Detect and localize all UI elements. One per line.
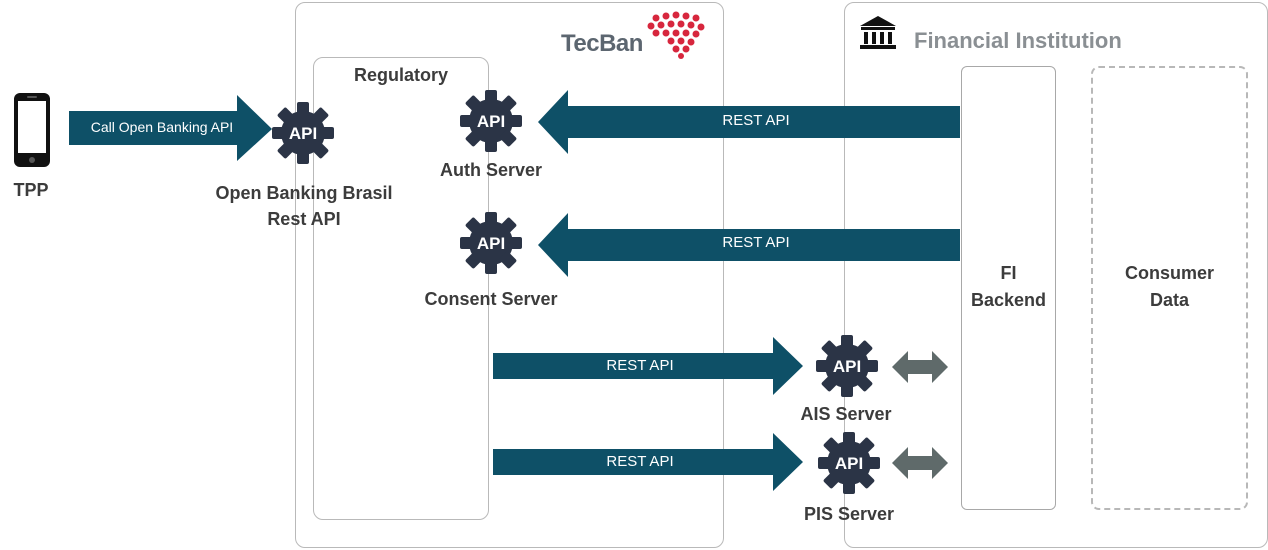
pis-server-label: PIS Server — [803, 504, 895, 524]
tpp-label: TPP — [13, 180, 49, 200]
svg-text:API: API — [477, 112, 505, 131]
api-gear-icon-ais: API — [816, 335, 878, 397]
svg-text:API: API — [835, 454, 863, 473]
auth-rest-api-label: REST API — [722, 112, 790, 129]
call-api-arrow-label: Call Open Banking API — [90, 119, 234, 135]
ais-server-label: AIS Server — [800, 404, 892, 424]
ais-backend-double-arrow — [892, 351, 948, 383]
ais-rest-api-label: REST API — [606, 357, 674, 374]
fi-backend-box — [961, 66, 1056, 510]
consumer-data-line2: Data — [1149, 290, 1189, 310]
phone-icon — [14, 93, 50, 167]
call-api-arrow — [69, 95, 272, 161]
obb-line2: Rest API — [267, 209, 341, 229]
consent-server-label: Consent Server — [424, 289, 558, 309]
tecban-logo-mark — [647, 11, 705, 59]
fi-backend-line1: FI — [1000, 263, 1017, 283]
pis-backend-double-arrow — [892, 447, 948, 479]
open-banking-brasil-label: Open Banking Brasil Rest API — [196, 180, 412, 232]
tecban-logo-text: TecBan — [561, 30, 643, 57]
svg-text:API: API — [477, 234, 505, 253]
pis-rest-api-label: REST API — [606, 453, 674, 470]
consent-rest-api-label: REST API — [722, 234, 790, 251]
financial-institution-title: Financial Institution — [914, 28, 1122, 53]
obb-line1: Open Banking Brasil — [215, 183, 393, 203]
api-gear-icon-obb: API — [272, 102, 334, 164]
consent-rest-api-arrow — [538, 213, 960, 277]
api-gear-icon-auth: API — [460, 90, 522, 152]
fi-backend-label: FI Backend — [961, 260, 1056, 314]
fi-backend-line2: Backend — [970, 290, 1047, 310]
regulatory-panel — [313, 57, 489, 520]
svg-text:API: API — [289, 124, 317, 143]
regulatory-title: Regulatory — [353, 65, 449, 85]
auth-rest-api-arrow — [538, 90, 960, 154]
svg-text:API: API — [833, 357, 861, 376]
consumer-data-line1: Consumer — [1124, 263, 1214, 283]
bank-icon — [860, 16, 896, 49]
api-gear-icon-pis: API — [818, 432, 880, 494]
pis-rest-api-arrow — [493, 433, 803, 491]
ais-rest-api-arrow — [493, 337, 803, 395]
auth-server-label: Auth Server — [439, 160, 543, 180]
consumer-data-box — [1091, 66, 1248, 510]
api-gear-icon-consent: API — [460, 212, 522, 274]
consumer-data-label: Consumer Data — [1091, 260, 1248, 314]
